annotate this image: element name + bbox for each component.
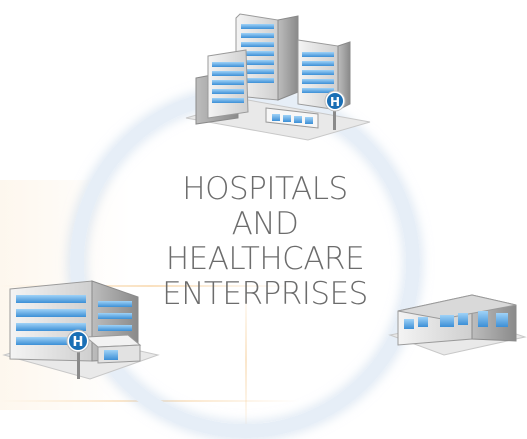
hospital-sign-icon: H <box>73 335 84 350</box>
clinic-building <box>388 294 527 356</box>
center-label-line: HEALTHCARE <box>165 241 365 277</box>
hospital-sign-icon: H <box>330 95 340 109</box>
mid-size-hospital: H <box>2 280 160 380</box>
center-label: HOSPITALS AND HEALTHCARE ENTERPRISES <box>150 172 380 312</box>
center-label-line: ENTERPRISES <box>162 276 368 312</box>
center-label-line: HOSPITALS <box>182 171 348 207</box>
large-hospital-complex: H <box>185 13 371 141</box>
center-label-line: AND <box>231 206 299 242</box>
